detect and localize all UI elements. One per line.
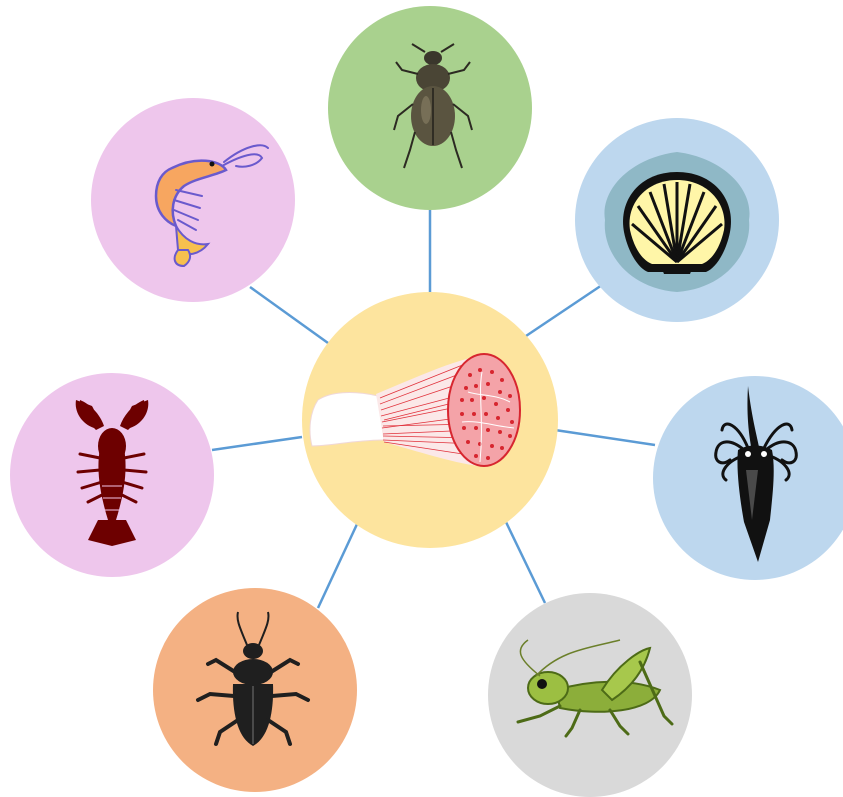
node-beetle — [328, 6, 532, 210]
connector-squid — [555, 430, 655, 445]
node-cricket — [488, 593, 692, 797]
connector-scallop — [520, 283, 605, 340]
node-shrimp — [91, 98, 295, 302]
connector-cricket — [505, 520, 545, 603]
scallop-shell-icon — [604, 152, 749, 292]
connector-shrimp — [250, 287, 328, 343]
node-scallop — [575, 118, 779, 322]
connector-lobster — [212, 437, 302, 450]
node-squid — [653, 376, 843, 580]
node-lobster — [10, 373, 214, 577]
connector-cockroach — [318, 522, 358, 608]
shrimp-circle — [91, 98, 295, 302]
center-node — [302, 292, 558, 548]
node-cockroach — [153, 588, 357, 792]
